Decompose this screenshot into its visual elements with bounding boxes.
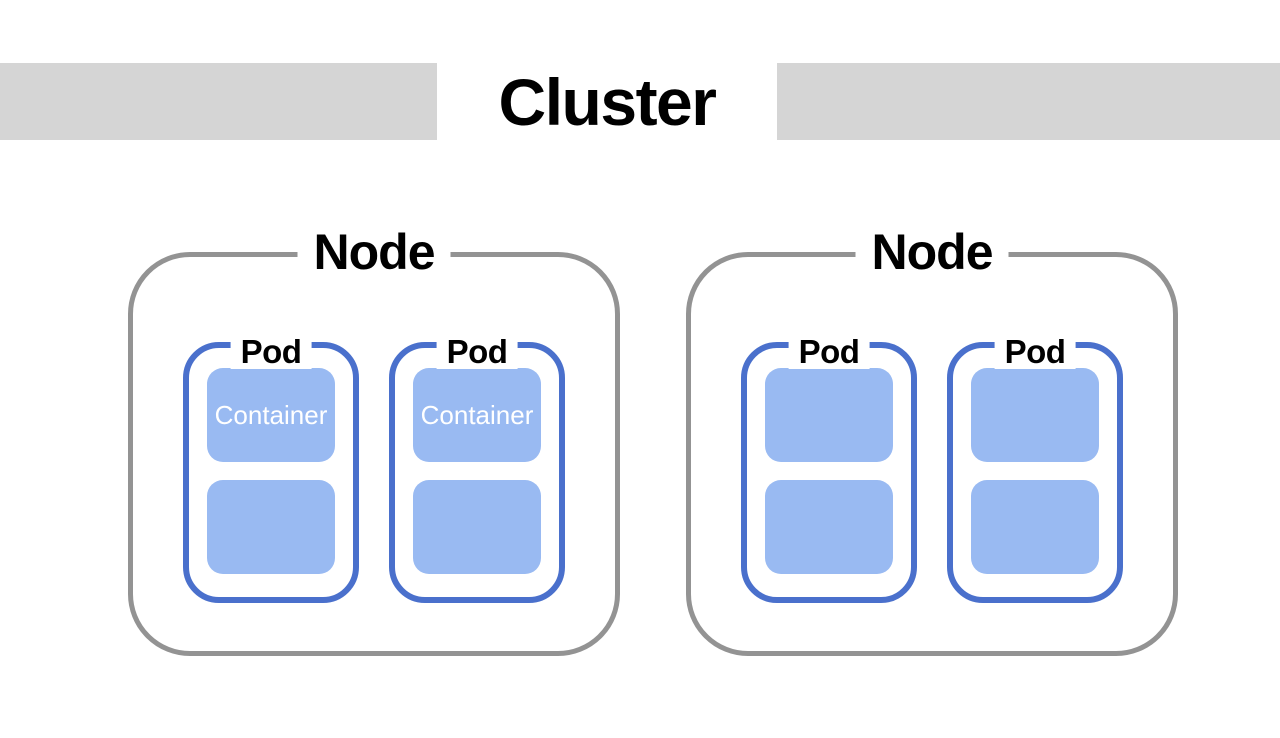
container-box bbox=[765, 480, 893, 574]
pod-label: Pod bbox=[230, 335, 312, 369]
node-box-left: Node Pod Container Pod Container bbox=[128, 226, 620, 656]
pod-label: Pod bbox=[788, 335, 870, 369]
pod-box: Pod bbox=[947, 335, 1123, 603]
container-box: Container bbox=[207, 368, 335, 462]
pod-box: Pod bbox=[741, 335, 917, 603]
container-box bbox=[971, 480, 1099, 574]
pod-label: Pod bbox=[436, 335, 518, 369]
cluster-header-bar-right bbox=[777, 63, 1280, 140]
container-label: Container bbox=[420, 399, 534, 430]
container-box bbox=[207, 480, 335, 574]
node-box-right: Node Pod Pod bbox=[686, 226, 1178, 656]
pod-label: Pod bbox=[994, 335, 1076, 369]
container-label: Container bbox=[214, 399, 328, 430]
pods-row: Pod Pod bbox=[691, 257, 1173, 603]
pods-row: Pod Container Pod Container bbox=[133, 257, 615, 603]
pod-box: Pod Container bbox=[389, 335, 565, 603]
container-box bbox=[765, 368, 893, 462]
node-label: Node bbox=[855, 226, 1009, 278]
cluster-header-bar-left bbox=[0, 63, 437, 140]
container-box bbox=[971, 368, 1099, 462]
cluster-title: Cluster bbox=[498, 64, 717, 139]
pod-box: Pod Container bbox=[183, 335, 359, 603]
container-box: Container bbox=[413, 368, 541, 462]
container-box bbox=[413, 480, 541, 574]
node-label: Node bbox=[297, 226, 451, 278]
